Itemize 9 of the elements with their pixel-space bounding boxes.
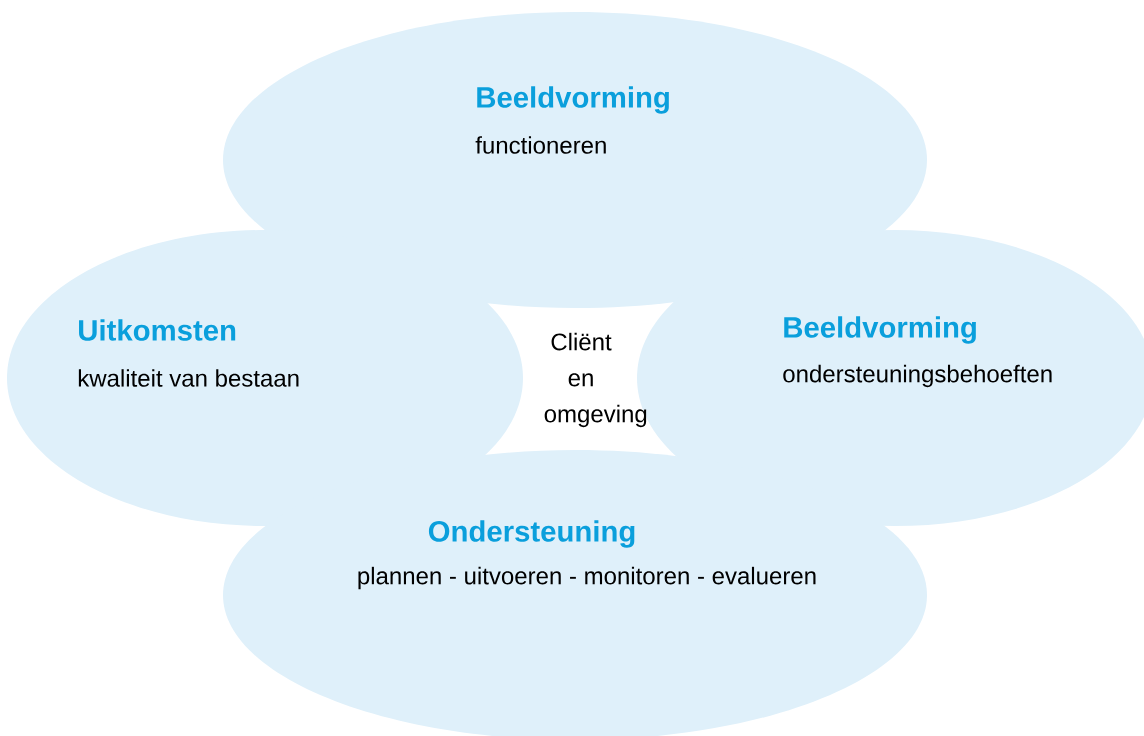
description: functioneren — [475, 136, 606, 154]
description: ondersteuningsbehoeften — [783, 364, 1052, 388]
description: plannen - uitvoeren - monitoren - evalueren — [358, 566, 816, 590]
description: kwaliteit van bestaan — [78, 369, 299, 387]
center-label: Cliënt en omgeving — [544, 332, 647, 428]
heading: Uitkomsten — [79, 319, 236, 341]
heading: Beeldvorming — [477, 86, 669, 114]
heading: Ondersteuning — [428, 520, 635, 548]
heading: Beeldvorming — [784, 316, 976, 344]
